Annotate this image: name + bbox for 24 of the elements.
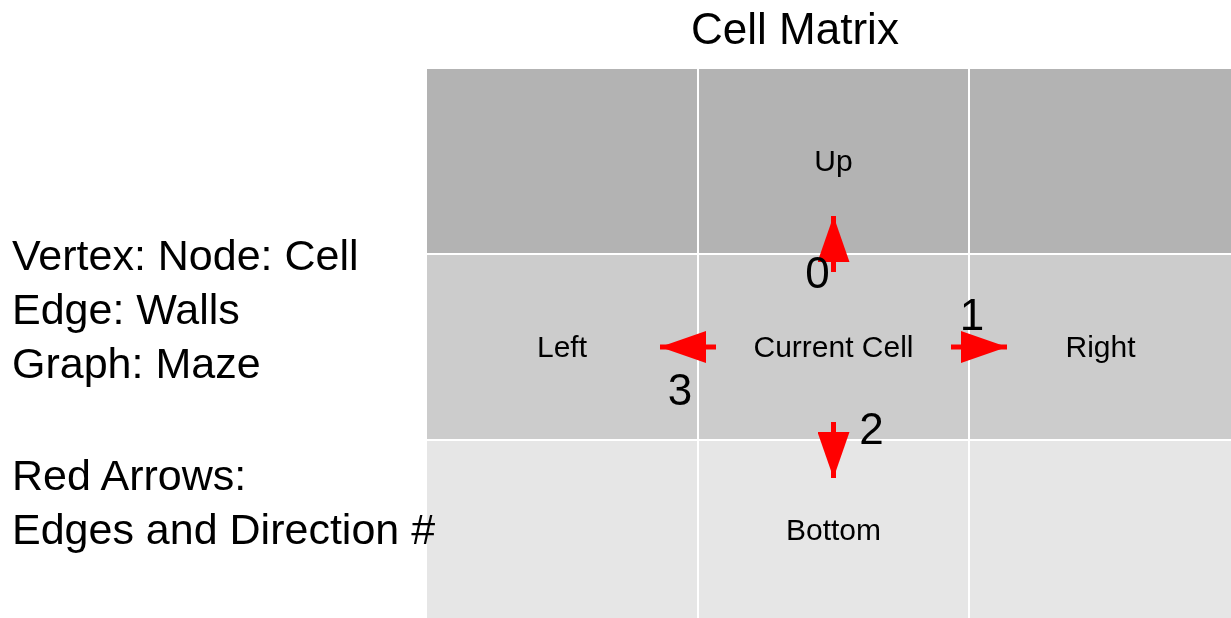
grid-cell <box>970 441 1231 618</box>
edge-label: 3 <box>667 368 693 412</box>
edge-label: 0 <box>805 251 830 295</box>
cell-label: Up <box>814 144 853 178</box>
grid-cell <box>427 255 697 439</box>
grid-cell <box>699 69 968 253</box>
arrow <box>817 216 850 272</box>
arrow <box>817 422 850 478</box>
note-text: Edges and Direction # <box>12 504 436 555</box>
grid-cell <box>970 69 1231 253</box>
grid-cell <box>427 69 697 253</box>
edge-label: 2 <box>859 407 884 451</box>
edge-label: 1 <box>959 293 985 337</box>
cell-label: Left <box>536 330 587 364</box>
cell-label: Bottom <box>785 512 881 547</box>
cell-label: Current Cell <box>753 330 914 364</box>
note-text: Edge: Walls <box>12 284 241 335</box>
arrow <box>660 331 716 363</box>
arrow <box>951 331 1007 363</box>
note-text: Red Arrows: <box>12 450 248 501</box>
chart-title: Cell Matrix <box>690 4 900 54</box>
note-text: Vertex: Node: Cell <box>12 230 360 281</box>
note-text: Graph: Maze <box>12 338 262 389</box>
cell-label: Right <box>1065 330 1136 364</box>
